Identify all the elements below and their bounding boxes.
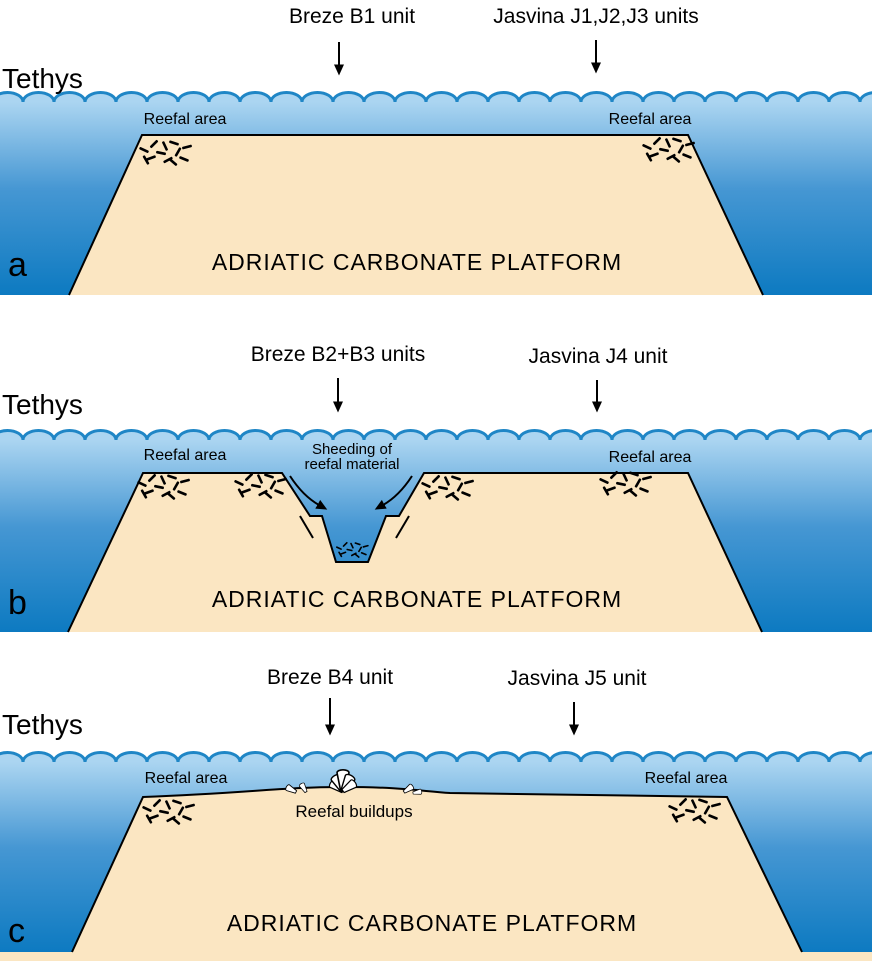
wave-crests: [0, 92, 872, 102]
shedding-arrow-right: [374, 475, 413, 510]
shedding-note-line1: Sheeding of: [311, 441, 393, 458]
unit-label-breze: Breze B1 unit: [288, 5, 416, 28]
panel-a-scene: [0, 40, 872, 296]
unit-label-jasvina: Jasvina J1,J2,J3 units: [493, 5, 699, 28]
panel-letter: a: [8, 246, 27, 284]
platform-outline: [67, 472, 763, 633]
fault-line: [395, 515, 410, 539]
platform-name: ADRIATIC CARBONATE PLATFORM: [211, 249, 623, 275]
fault-line: [299, 515, 314, 539]
sea-label: Tethys: [2, 709, 83, 740]
panel-c-scene: [0, 698, 872, 961]
unit-label-breze: Breze B4 unit: [266, 666, 394, 689]
wave-crests: [0, 430, 872, 440]
sea-label: Tethys: [2, 389, 83, 420]
reefal-buildups-label: Reefal buildups: [295, 802, 413, 821]
carbonate-platform-shape: [69, 135, 763, 295]
carbonate-platform-shape: [68, 473, 762, 632]
reefal-area-label-right: Reefal area: [644, 770, 728, 787]
sea-label: Tethys: [2, 63, 83, 94]
platform-outline: [68, 134, 764, 296]
panel-b-scene: [0, 378, 872, 633]
panel-letter: b: [8, 584, 27, 622]
wave-line: [0, 751, 872, 763]
shedding-note-line2: reefal material: [304, 456, 400, 473]
reefal-area-label-left: Reefal area: [143, 111, 227, 128]
wave-line: [0, 91, 872, 103]
shedding-arrow-left: [289, 475, 328, 510]
reefal-area-label-left: Reefal area: [144, 770, 228, 787]
wave-crests: [0, 752, 872, 762]
reefal-area-label-right: Reefal area: [608, 449, 692, 466]
carbonate-platform-shape: [0, 787, 872, 961]
platform-name: ADRIATIC CARBONATE PLATFORM: [211, 586, 623, 612]
platform-name: ADRIATIC CARBONATE PLATFORM: [226, 910, 638, 936]
reefal-area-label-right: Reefal area: [608, 111, 692, 128]
unit-label-breze: Breze B2+B3 units: [250, 343, 426, 366]
reefal-area-label-left: Reefal area: [143, 447, 227, 464]
unit-label-jasvina: Jasvina J4 unit: [528, 345, 668, 368]
wave-line: [0, 429, 872, 441]
panel-letter: c: [8, 912, 25, 950]
unit-label-jasvina: Jasvina J5 unit: [507, 667, 647, 690]
